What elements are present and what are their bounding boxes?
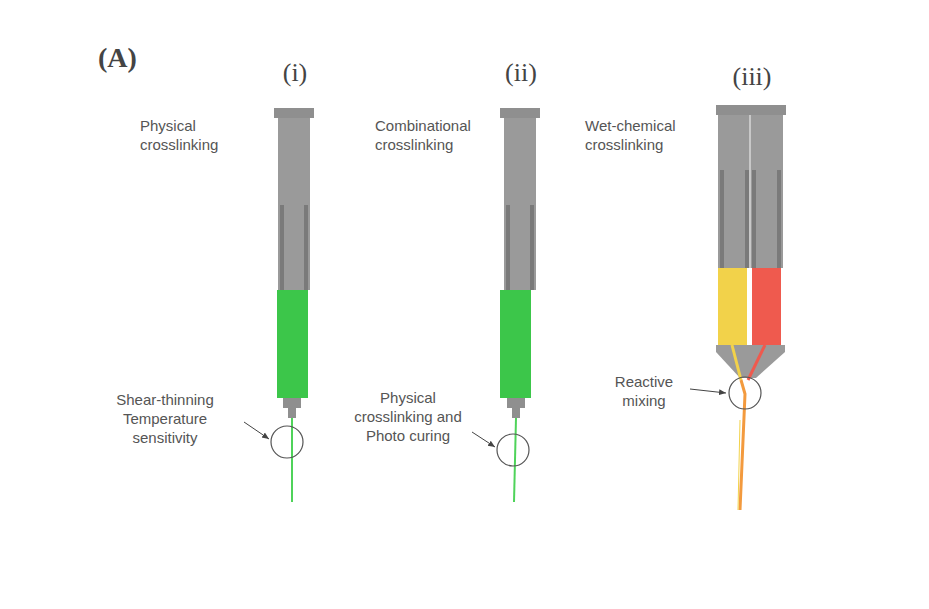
nozzle-note: Reactive mixing [604, 372, 684, 410]
method-title: Wet-chemical crosslinking [585, 116, 705, 154]
method-title: Combinational crosslinking [375, 116, 490, 154]
method-title: Physical crosslinking [140, 116, 245, 154]
syringe-i [244, 108, 314, 502]
panel-number: (i) [260, 58, 330, 88]
syringe-ii [472, 108, 540, 502]
panel-number: (ii) [486, 58, 556, 88]
syringe-iii [690, 105, 786, 510]
nozzle-note: Physical crosslinking and Photo curing [352, 388, 464, 445]
panel-number: (iii) [712, 62, 792, 92]
panel-letter: (A) [98, 42, 168, 74]
nozzle-note: Shear-thinning Temperature sensitivity [100, 390, 230, 447]
